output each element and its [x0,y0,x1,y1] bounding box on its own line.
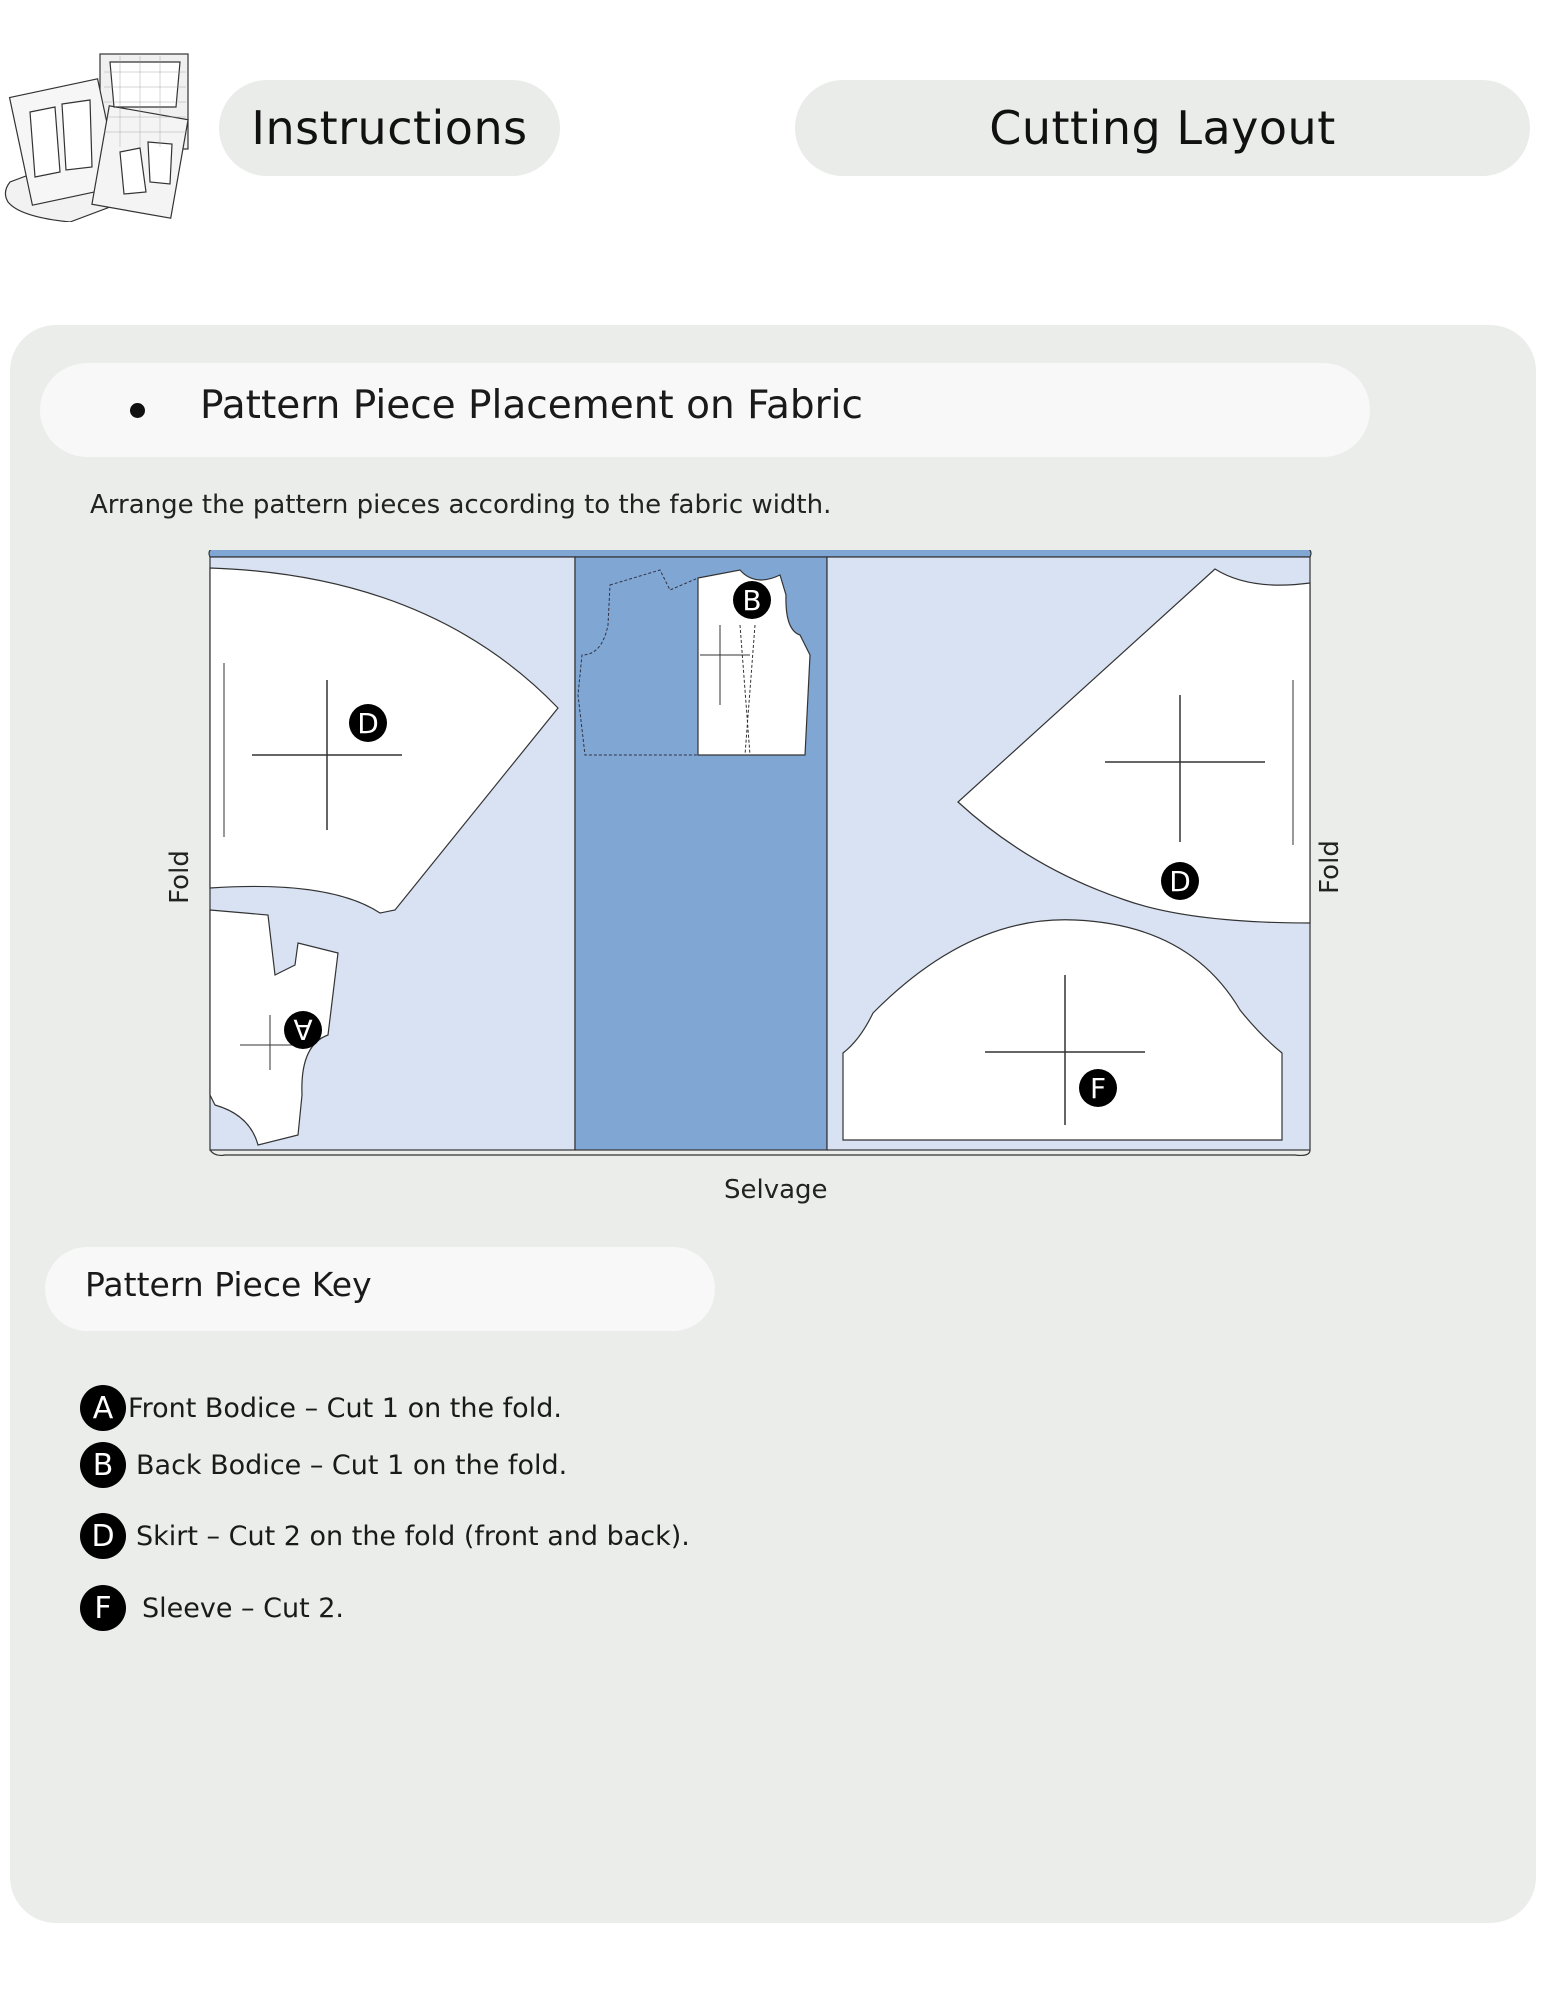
key-badge: A [80,1385,126,1431]
key-item-b: B Back Bodice – Cut 1 on the fold. [80,1441,567,1489]
bullet-icon [130,403,145,418]
key-badge: F [80,1585,126,1631]
key-text: Sleeve – Cut 2. [142,1592,345,1624]
badge-d-right-label: D [1169,865,1191,898]
pattern-piece-d-right [957,568,1311,924]
pattern-piece-b [697,569,811,756]
badge-d-right [1161,862,1199,900]
key-item-a: A Front Bodice – Cut 1 on the fold. [80,1384,562,1432]
key-text: Front Bodice – Cut 1 on the fold. [128,1392,562,1424]
key-badge: D [80,1513,126,1559]
fold-label-right: Fold [1315,840,1345,894]
key-title: Pattern Piece Key [85,1265,372,1304]
key-text: Back Bodice – Cut 1 on the fold. [136,1449,568,1481]
key-item-d: D Skirt – Cut 2 on the fold (front and b… [80,1512,690,1560]
pattern-piece-f [842,919,1283,1141]
content-panel: Pattern Piece Placement on Fabric Arrang… [10,325,1536,1923]
section-title: Pattern Piece Placement on Fabric [200,383,863,428]
key-item-f: F Sleeve – Cut 2. [80,1584,344,1632]
badge-b-label: B [742,584,761,617]
badge-d-left [349,704,387,742]
key-badge: B [80,1442,126,1488]
pattern-piece-d-left [209,567,559,914]
cutting-layout-diagram: B D A D F [208,550,1312,1157]
key-text: Skirt – Cut 2 on the fold (front and bac… [136,1520,690,1552]
selvage-label: Selvage [724,1175,828,1205]
cutting-layout-tab[interactable]: Cutting Layout [795,80,1530,176]
key-header: Pattern Piece Key [45,1247,715,1331]
sewing-pattern-icon [4,53,189,222]
fabric-top-edge [208,550,1312,558]
badge-a-label: A [293,1013,312,1046]
badge-b [733,581,771,619]
intro-text: Arrange the pattern pieces according to … [90,490,832,520]
badge-f-label: F [1090,1072,1106,1105]
badge-f [1079,1069,1117,1107]
badge-a [284,1011,322,1049]
badge-d-left-label: D [357,707,379,740]
section-header: Pattern Piece Placement on Fabric [40,363,1370,457]
pattern-piece-a [209,909,339,1146]
instructions-tab[interactable]: Instructions [219,80,560,176]
fold-label-left: Fold [165,850,195,904]
